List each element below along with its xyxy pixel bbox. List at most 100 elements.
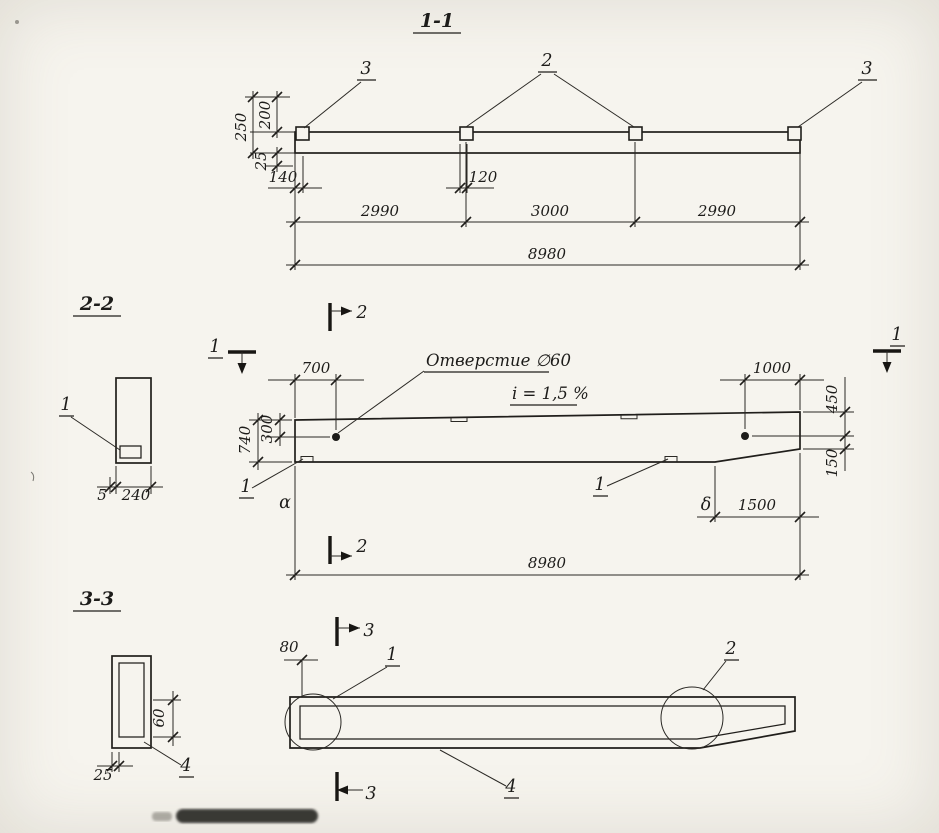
dim-3000-label: 3000 (531, 202, 570, 220)
tick (289, 259, 301, 271)
tick (274, 431, 286, 443)
tick (739, 374, 751, 386)
embed-plate-2 (459, 126, 474, 141)
tick (794, 374, 806, 386)
tick (460, 216, 472, 228)
tick (297, 182, 309, 194)
callout-1-mid: 1 (594, 475, 605, 495)
callout-4: 4 (504, 777, 516, 797)
section-mark-3-bottom: 3 (335, 772, 377, 804)
section-3-3-inner (118, 662, 145, 738)
label-alpha: α (279, 493, 291, 513)
dim-1500-label: 1500 (738, 496, 777, 514)
tick (252, 414, 264, 426)
section-2-2-outline (115, 377, 152, 464)
dim-25-label: 25 (92, 766, 112, 784)
leader-line (702, 660, 727, 691)
dim-240-label: 240 (121, 486, 151, 504)
leader-line (797, 81, 863, 128)
dim-450-label: 450 (823, 384, 841, 414)
tick (145, 481, 157, 493)
scan-speck (30, 471, 35, 482)
dim-200-label: 200 (256, 100, 274, 130)
section-mark-1-right: 1 (873, 325, 905, 373)
section-mark-3-top-label: 3 (363, 621, 374, 641)
section-2-2-view: 2-2 1 5 240 (59, 293, 163, 504)
section-2-2-title: 2-2 (79, 293, 114, 315)
view-arrow (337, 785, 348, 795)
section-mark-2-top-label: 2 (355, 303, 367, 323)
span-dims: 2990 3000 2990 8980 (286, 142, 809, 271)
dim-8980-top-label: 8980 (528, 245, 567, 263)
callout-1: 1 (386, 645, 397, 665)
tick (104, 481, 116, 493)
chord-outline (289, 696, 796, 749)
embed-plate-3 (628, 126, 643, 141)
tick (289, 569, 301, 581)
tick (794, 216, 806, 228)
callout-2: 2 (540, 51, 552, 71)
callout-4: 4 (179, 756, 191, 776)
hole-note-label: Отверстие ∅60 (426, 351, 571, 370)
bottom-notch-1 (300, 456, 314, 462)
tick (247, 147, 259, 159)
section-3-3-outline (111, 655, 152, 749)
offset-dims: 140 120 (268, 144, 498, 194)
dim-60-label: 60 (150, 708, 168, 728)
section-mark-1-left-label: 1 (209, 337, 220, 357)
section-1-1-view: 1-1 3 2 3 250 200 (232, 10, 877, 271)
leader-line (465, 73, 542, 128)
section-3-3-title: 3-3 (80, 588, 114, 610)
view-arrow (341, 551, 352, 561)
detail-circle-2 (660, 686, 724, 750)
section-3-3-view: 3-3 60 25 4 (73, 588, 194, 784)
leader-line (143, 741, 182, 766)
dim-250-label: 250 (232, 112, 250, 142)
leader-line (251, 458, 304, 489)
tick (794, 259, 806, 271)
tick (794, 569, 806, 581)
callout-2: 2 (724, 639, 736, 659)
scan-artifacts (15, 20, 318, 823)
top-notch-1 (450, 417, 468, 422)
tick (839, 430, 851, 442)
chord-inner-outline (299, 705, 786, 740)
label-delta: δ (701, 495, 712, 515)
leader-line (303, 81, 362, 129)
view-arrow (341, 306, 352, 316)
embed-plate-1 (295, 126, 310, 141)
dim-8980-bottom-label: 8980 (528, 554, 567, 572)
section-mark-2-top: 2 (328, 303, 368, 331)
hole-dot-right (741, 432, 749, 440)
view-arrow (349, 623, 360, 633)
tick (113, 760, 125, 772)
tick (289, 374, 301, 386)
section-mark-1-left: 1 (208, 337, 256, 374)
dim-5-label: 5 (97, 486, 107, 504)
tick (839, 443, 851, 455)
scan-speck (15, 20, 19, 24)
tick (247, 91, 259, 103)
dim-80-label: 80 (279, 638, 299, 656)
dim-300-label: 300 (258, 414, 276, 443)
tick (271, 160, 283, 172)
tick (461, 182, 473, 194)
tick (629, 216, 641, 228)
section-mark-1-right-label: 1 (891, 325, 902, 345)
tick (839, 406, 851, 418)
dim-150-label: 150 (823, 448, 841, 477)
section-mark-3-top: 3 (335, 617, 375, 646)
dim-2990-right-label: 2990 (697, 202, 737, 220)
beam-plan-outline (294, 131, 801, 154)
section-1-1-title: 1-1 (420, 10, 454, 32)
tick (271, 126, 283, 138)
view-arrow (882, 362, 892, 373)
view-arrow (237, 363, 247, 374)
tick (110, 481, 122, 493)
scan-smudge (176, 809, 318, 823)
leader-line (439, 749, 507, 787)
callout-3-right: 3 (861, 59, 872, 79)
dim-1000-label: 1000 (753, 359, 792, 377)
tick (167, 694, 179, 706)
